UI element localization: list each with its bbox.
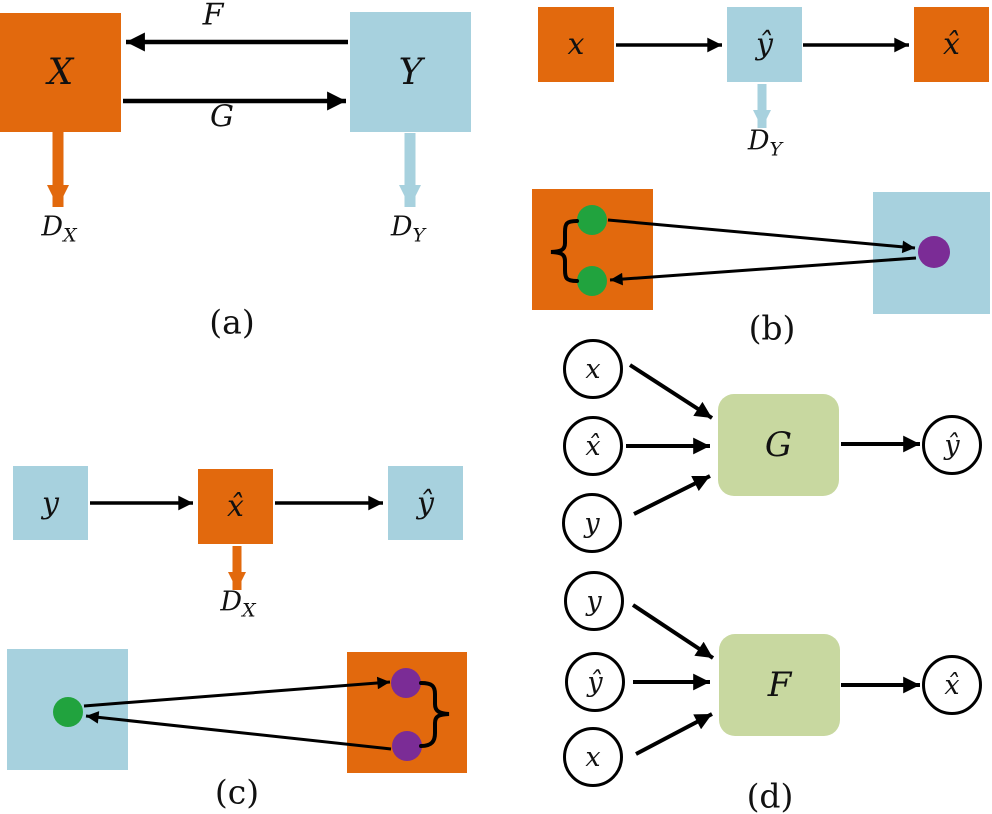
x-point-node-c [391,668,421,698]
arrow-x-to-f [635,712,713,756]
arrow-y-to-g [633,474,711,516]
output-yhat-circle: ŷ [922,415,982,475]
domain-y-square: Y [350,12,471,132]
generator-f-box: F [719,634,840,736]
arrow-x-to-g [628,363,714,420]
domain-x-label: X [47,52,74,93]
domain-y-label: Y [398,51,423,93]
arrow-ypoint-to-xcycle [609,256,917,286]
discriminator-dy-label: DY [390,211,426,247]
x-point-node [577,205,607,235]
sample-xhat-square-c: x̂ [198,469,273,544]
sample-yhat-square: ŷ [727,7,802,82]
mapping-f-label: F [202,0,224,33]
arrow-y-to-f [631,603,715,660]
output-xhat-circle: x̂ [922,655,982,715]
y-point-node [918,236,950,268]
input-xhat-circle: x̂ [563,416,623,476]
sample-x-square: x [538,7,614,82]
caption-c: (c) [214,772,260,812]
mapping-g-label: G [210,99,234,135]
y-point-node-c [53,697,83,727]
x-cycle-point-node-c [392,731,422,761]
discriminator-dy-label-b: DY [747,125,783,161]
input-yhat-circle-f: ŷ [565,652,625,712]
input-y-circle: y [562,493,622,553]
input-x-circle: x [563,339,623,399]
caption-d: (d) [746,776,794,814]
x-cycle-point-node [577,266,607,296]
sample-yhat-square-c: ŷ [388,466,463,540]
caption-b: (b) [748,308,796,348]
discriminator-dx-label: DX [41,211,77,247]
arrow-xpoint-to-ycycle [85,711,392,751]
domain-x-square: X [0,13,121,132]
arrow-ypoint-to-xpoint [83,676,391,708]
input-y-circle-f: y [564,571,624,631]
generator-g-box: G [718,394,839,496]
arrow-xpoint-to-ypoint [607,218,916,254]
discriminator-dx-label-c: DX [220,586,256,622]
sample-xhat-square: x̂ [914,7,989,82]
sample-y-square: y [13,466,88,540]
input-x-circle-f: x [563,727,623,787]
caption-a: (a) [209,302,255,342]
